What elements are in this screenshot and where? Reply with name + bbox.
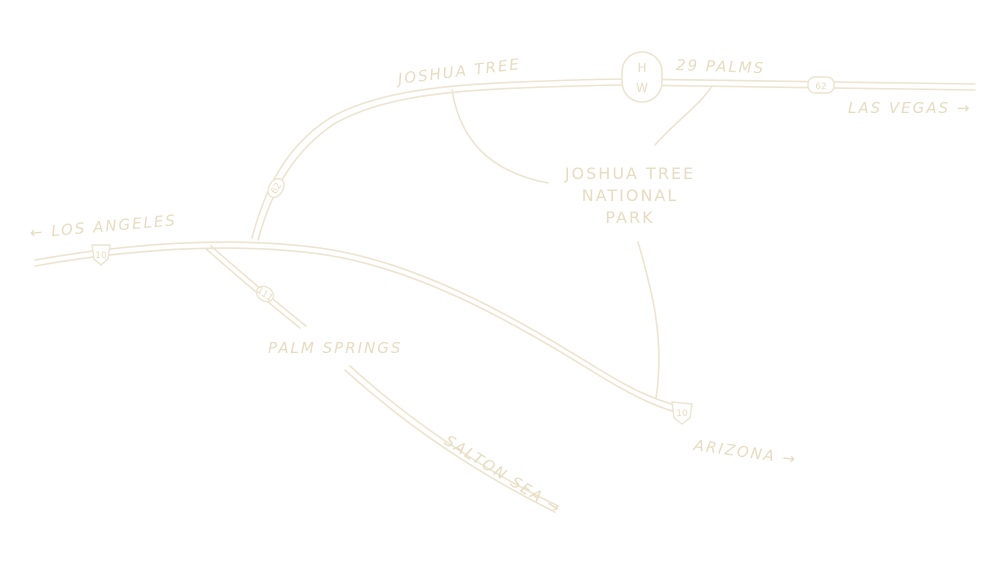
marker-letter-h: H [637, 61, 646, 75]
label-las-vegas: LAS VEGAS → [848, 99, 972, 117]
park-line-3: PARK [605, 208, 655, 227]
park-line-2: NATIONAL [581, 186, 679, 205]
shield-label: 62 [270, 181, 284, 196]
label-29-palms: 29 PALMS [675, 56, 766, 78]
park-line-1: JOSHUA TREE [564, 164, 696, 183]
highway-111-road-inner [210, 245, 307, 327]
marker-letter-w: W [636, 81, 648, 95]
shield-label: 62 [815, 82, 826, 92]
salton-sea-road-inner [349, 365, 559, 507]
highway-62-south-road [251, 81, 521, 239]
highway-62-south-road-inner [257, 87, 521, 241]
interstate-10-road-inner [34, 247, 673, 412]
route-shield-i10-east: 10 [671, 401, 693, 425]
highway-111-road [204, 247, 301, 329]
park-trail-west [451, 89, 549, 184]
park-trail-south [637, 241, 660, 399]
route-shield-i10-west: 10 [91, 244, 111, 266]
label-national-park: JOSHUA TREE NATIONAL PARK [540, 163, 720, 229]
park-trail-north [654, 85, 713, 146]
highway-62-east-road-inner [519, 84, 976, 91]
salton-sea-road [344, 369, 556, 513]
route-shield-hwy62-south: 62 [267, 177, 285, 199]
shield-label: 10 [676, 409, 688, 419]
interstate-10-road [34, 241, 676, 406]
shield-label: 10 [95, 251, 107, 261]
hw-location-marker: H W [621, 51, 663, 103]
route-shield-hwy111: 111 [255, 285, 274, 304]
route-shield-hwy62-east: 62 [807, 76, 835, 94]
label-palm-springs: PALM SPRINGS [268, 339, 403, 357]
highway-62-east-road [519, 78, 976, 85]
